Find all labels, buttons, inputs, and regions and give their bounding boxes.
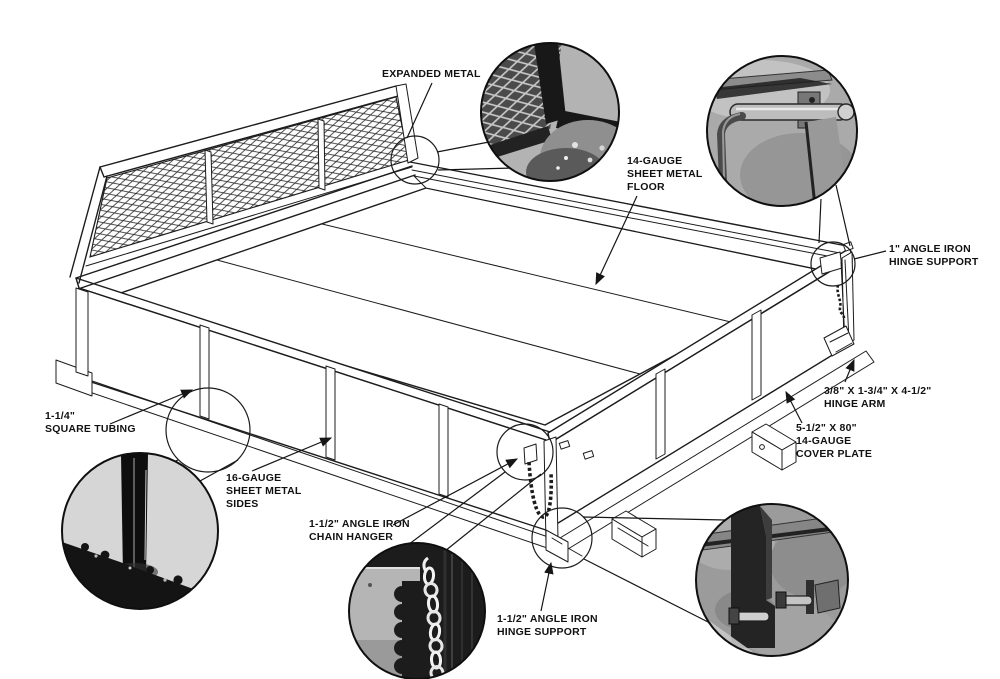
chain-hanger-hardware — [523, 436, 595, 563]
safety-chain — [527, 461, 554, 519]
rack-divider — [317, 118, 326, 191]
leader-sides — [251, 437, 333, 472]
leader-cover-plate — [785, 390, 803, 424]
label-cover-plate: 14-GAUGE — [796, 435, 851, 447]
label-floor: FLOOR — [627, 181, 665, 193]
chain-hanger-chain-photo — [349, 543, 485, 679]
hinge-arm-latch-photo — [707, 56, 857, 206]
hinge-arm-hardware — [819, 241, 855, 357]
floor-seam — [216, 259, 641, 375]
leader-square-tubing — [109, 389, 194, 425]
cross-member-bracket — [751, 423, 797, 471]
square-tubing-post — [655, 368, 666, 460]
label-square-tubing: 1-1/4" — [45, 410, 75, 422]
callout-circle-chain — [496, 423, 554, 481]
photo-ring — [480, 42, 620, 182]
rack-corner-post — [395, 83, 419, 164]
label-sides: 16-GAUGE — [226, 472, 281, 484]
corner-post — [75, 287, 89, 377]
expanded-metal-corner-photo — [481, 43, 619, 181]
label-chain-hanger: CHAIN HANGER — [309, 531, 393, 543]
safety-chain — [836, 284, 846, 319]
leader-hinge-arm — [844, 358, 855, 383]
label-expanded-metal: EXPANDED METAL — [382, 68, 481, 80]
square-tubing-corner-photo — [62, 453, 218, 609]
front-rim-rail — [75, 165, 416, 289]
square-tubing-post — [325, 365, 336, 461]
bed-line-art — [55, 83, 875, 623]
label-hinge-support-1-5in: HINGE SUPPORT — [497, 626, 587, 638]
photo-ring — [61, 452, 219, 610]
leader-chain-hanger — [392, 458, 519, 526]
hinge-support-bolts-photo — [696, 504, 848, 656]
label-sides: SHEET METAL — [226, 485, 302, 497]
photo-ring — [706, 55, 858, 207]
label-hinge-support-1in: HINGE SUPPORT — [889, 256, 979, 268]
labels: EXPANDED METAL 14-GAUGE SHEET METAL FLOO… — [45, 68, 979, 638]
leader-expanded-metal — [406, 82, 433, 139]
left-side-wall — [55, 277, 560, 553]
square-tubing-post — [751, 309, 762, 401]
photo-ring — [695, 503, 849, 657]
leader-hinge-support-1-5in — [540, 561, 554, 612]
callout-circle-tubing — [165, 387, 251, 473]
leader-hinge-support-1in — [853, 250, 887, 260]
callout-circle-mesh — [390, 135, 440, 185]
callout-circle-hinge-support — [531, 507, 593, 569]
leader-floor — [595, 195, 638, 286]
label-square-tubing: SQUARE TUBING — [45, 423, 136, 435]
label-hinge-arm: 3/8" X 1-3/4" X 4-1/2" — [824, 385, 931, 397]
label-floor: 14-GAUGE — [627, 155, 682, 167]
square-tubing-post — [438, 403, 449, 498]
label-sides: SIDES — [226, 498, 259, 510]
label-floor: SHEET METAL — [627, 168, 703, 180]
photo-ring — [348, 542, 486, 679]
label-hinge-support-1in: 1" ANGLE IRON — [889, 243, 971, 255]
square-tubing-post — [199, 324, 210, 420]
cross-member-bracket — [611, 510, 657, 558]
label-cover-plate: COVER PLATE — [796, 448, 872, 460]
rack-divider — [204, 149, 214, 225]
callout-circle-hinge-arm — [810, 241, 856, 287]
leader-lines — [109, 82, 887, 612]
label-cover-plate: 5-1/2" X 80" — [796, 422, 857, 434]
expanded-metal-rack — [69, 83, 419, 289]
label-chain-hanger: 1-1/2" ANGLE IRON — [309, 518, 410, 530]
label-hinge-arm: HINGE ARM — [824, 398, 886, 410]
floor-seam — [321, 223, 736, 324]
label-hinge-support-1-5in: 1-1/2" ANGLE IRON — [497, 613, 598, 625]
